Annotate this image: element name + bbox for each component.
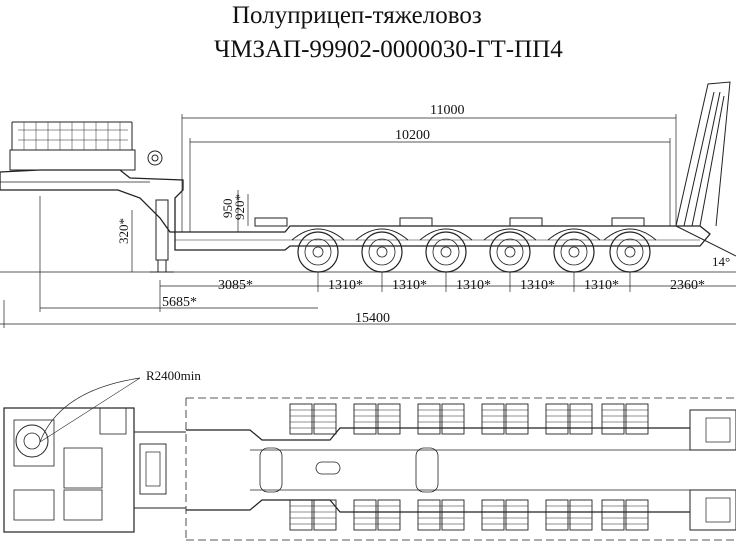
side-view: 11000 10200 950 920* 320* 3085* 1310* 13… bbox=[0, 81, 736, 328]
top-wheel-4-r-a bbox=[481, 499, 505, 531]
wheel-4 bbox=[489, 231, 531, 273]
dim-turning-radius: R2400min bbox=[146, 368, 201, 383]
gooseneck-plan bbox=[3, 407, 135, 533]
top-wheel-2-r-b bbox=[377, 499, 401, 531]
top-wheel-5-r-a bbox=[545, 499, 569, 531]
wheel-6 bbox=[624, 246, 636, 258]
fender-2 bbox=[355, 228, 409, 241]
dim-ramp-angle: 14° bbox=[712, 254, 730, 269]
top-wheel-1-l-b bbox=[313, 403, 337, 435]
wheel-5 bbox=[560, 238, 588, 266]
top-wheel-1-r-a bbox=[289, 499, 313, 531]
front-box bbox=[9, 149, 136, 171]
top-wheel-5-r-b bbox=[569, 499, 593, 531]
wheel-1 bbox=[297, 231, 339, 273]
axle-ticks bbox=[317, 272, 631, 292]
fender-6 bbox=[603, 228, 657, 241]
wheel-4 bbox=[496, 238, 524, 266]
top-wheel-4-l-b bbox=[505, 403, 529, 435]
drawing-title: Полуприцеп-тяжеловоз bbox=[232, 2, 482, 29]
top-wheel-5-l-b bbox=[569, 403, 593, 435]
rear-ramp-plan-left bbox=[689, 409, 736, 451]
top-wheel-4-l-a bbox=[481, 403, 505, 435]
top-wheel-1-r-b bbox=[313, 499, 337, 531]
top-wheel-3-l-a bbox=[417, 403, 441, 435]
dim-axle-1: 1310* bbox=[328, 278, 363, 293]
rear-ramps bbox=[675, 81, 736, 257]
deck-bolsters bbox=[254, 217, 645, 227]
top-wheel-6-r-a bbox=[601, 499, 625, 531]
fender-3 bbox=[419, 228, 473, 241]
dim-axle-2: 1310* bbox=[392, 278, 427, 293]
wheel-2 bbox=[361, 231, 403, 273]
dim-axle-3: 1310* bbox=[456, 278, 491, 293]
dim-5685: 5685* bbox=[162, 295, 197, 310]
top-wheel-6-r-b bbox=[625, 499, 649, 531]
landing-gear-plan bbox=[139, 443, 167, 495]
wheel-5 bbox=[553, 231, 595, 273]
top-wheel-2-l-a bbox=[353, 403, 377, 435]
top-wheel-2-l-b bbox=[377, 403, 401, 435]
front-grill bbox=[23, 122, 121, 150]
rear-ramp-plan-right bbox=[689, 489, 736, 531]
wheel-2 bbox=[368, 238, 396, 266]
top-wheel-6-l-a bbox=[601, 403, 625, 435]
top-view: R2400min bbox=[3, 368, 736, 541]
dim-3085: 3085* bbox=[218, 278, 253, 293]
dim-950: 950 bbox=[220, 199, 235, 219]
dim-920: 920* bbox=[232, 194, 247, 220]
fender-5 bbox=[547, 228, 601, 241]
dim-10200: 10200 bbox=[395, 128, 430, 143]
fender-4 bbox=[483, 228, 537, 241]
top-wheel-2-r-a bbox=[353, 499, 377, 531]
gooseneck-outline bbox=[0, 169, 184, 233]
wheel-3 bbox=[425, 231, 467, 273]
top-wheel-1-l-a bbox=[289, 403, 313, 435]
dim-axle-5: 1310* bbox=[584, 278, 619, 293]
top-wheel-5-l-a bbox=[545, 403, 569, 435]
turning-radius-arc bbox=[39, 377, 141, 443]
kingpin-icon bbox=[15, 424, 49, 458]
top-wheel-4-r-b bbox=[505, 499, 529, 531]
spare-wheel-icon bbox=[147, 150, 163, 166]
wheel-4 bbox=[504, 246, 516, 258]
wheel-1 bbox=[304, 238, 332, 266]
dim-2360: 2360* bbox=[670, 278, 705, 293]
dim-11000: 11000 bbox=[430, 103, 464, 118]
dim-320: 320* bbox=[116, 218, 131, 244]
top-view-wheels bbox=[289, 403, 649, 531]
top-wheel-3-r-a bbox=[417, 499, 441, 531]
fender-1 bbox=[291, 228, 345, 241]
dim-axle-4: 1310* bbox=[520, 278, 555, 293]
wheel-2 bbox=[376, 246, 388, 258]
wheel-5 bbox=[568, 246, 580, 258]
top-wheel-3-l-b bbox=[441, 403, 465, 435]
side-axles bbox=[291, 228, 657, 273]
top-wheel-6-l-b bbox=[625, 403, 649, 435]
dim-15400: 15400 bbox=[355, 311, 390, 326]
loading-envelope bbox=[185, 397, 736, 541]
wheel-6 bbox=[609, 231, 651, 273]
dimension-lines bbox=[0, 114, 736, 328]
wheel-3 bbox=[432, 238, 460, 266]
wheel-3 bbox=[440, 246, 452, 258]
model-designation: ЧМЗАП-99902-0000030-ГТ-ПП4 bbox=[214, 36, 563, 63]
wheel-6 bbox=[616, 238, 644, 266]
wheel-1 bbox=[312, 246, 324, 258]
top-wheel-3-r-b bbox=[441, 499, 465, 531]
